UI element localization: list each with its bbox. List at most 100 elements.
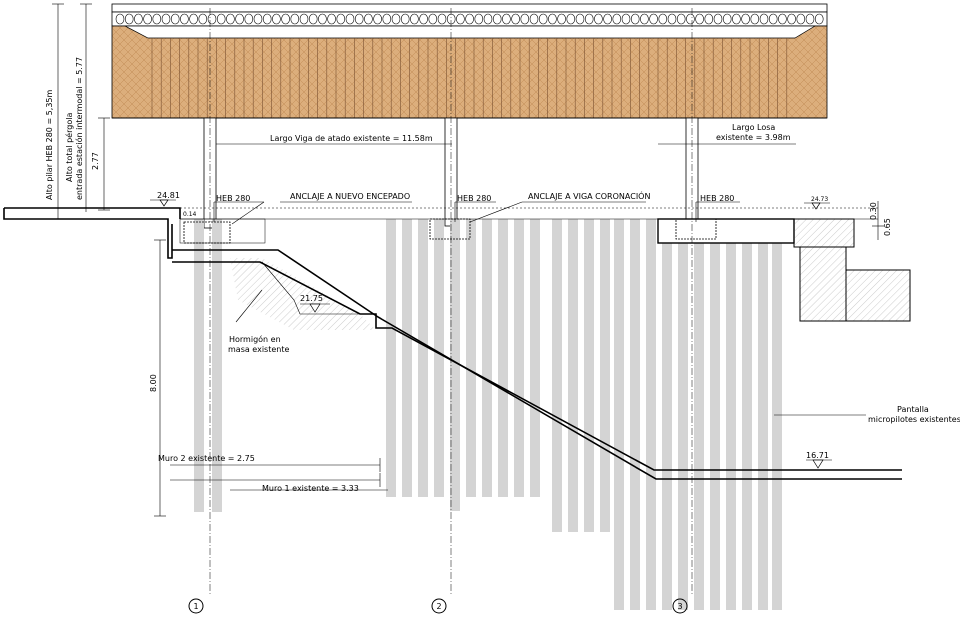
anchor-new-label: ANCLAJE A NUEVO ENCEPADO: [290, 192, 410, 201]
truss-ring: [686, 13, 695, 25]
truss-ring: [198, 13, 208, 25]
pergola-height-label-2: entrada estación intermodal = 5.77: [74, 57, 84, 200]
truss-ring: [410, 13, 419, 25]
truss-ring: [483, 13, 493, 25]
truss-ring: [465, 13, 474, 25]
truss-ring: [272, 13, 281, 25]
micropile: [552, 219, 562, 532]
truss-ring: [603, 13, 612, 25]
truss-ring: [502, 13, 511, 25]
truss-ring: [658, 13, 668, 25]
truss-ring: [584, 13, 594, 25]
truss-ring: [143, 13, 152, 25]
dim-065-label: 0.65: [883, 218, 892, 236]
level-markers: [150, 199, 832, 469]
truss-ring: [327, 13, 336, 25]
pergola-truss-rings: [115, 13, 824, 25]
truss-ring: [262, 13, 272, 25]
axis-1-label: 1: [193, 602, 198, 611]
truss-ring: [511, 13, 520, 25]
truss-ring: [778, 13, 787, 25]
micropile: [402, 219, 412, 497]
micropile: [726, 219, 736, 610]
truss-ring: [750, 13, 760, 25]
truss-ring: [566, 13, 576, 25]
micropile: [194, 219, 204, 512]
micropile: [568, 219, 578, 532]
truss-ring: [649, 13, 658, 25]
truss-ring: [676, 13, 686, 25]
micropile: [614, 219, 624, 610]
micropile: [212, 219, 222, 512]
truss-ring: [235, 13, 244, 25]
truss-ring: [713, 13, 723, 25]
truss-ring: [456, 13, 465, 25]
truss-ring: [299, 13, 309, 25]
micropile: [514, 219, 524, 497]
truss-ring: [695, 13, 704, 25]
truss-ring: [354, 13, 364, 25]
wall1-label: Muro 1 existente = 3.33: [262, 484, 359, 493]
micropile: [530, 219, 540, 497]
truss-ring: [575, 13, 585, 25]
truss-ring: [796, 13, 806, 25]
truss-ring: [548, 13, 557, 25]
truss-ring: [419, 13, 428, 25]
slab-length-label-2: existente = 3.98m: [716, 133, 791, 142]
anchor-beam-label: ANCLAJE A VIGA CORONACIÓN: [528, 190, 650, 201]
ramp-walls: [172, 249, 902, 480]
micropile: [758, 219, 768, 610]
truss-ring: [134, 13, 143, 25]
grid-axes: 1 2 3: [188, 8, 693, 614]
pergola-height-label-1: Alto total pérgola: [64, 113, 74, 182]
micropile: [772, 219, 782, 610]
truss-ring: [722, 13, 732, 25]
micropile: [678, 219, 688, 610]
truss-ring: [336, 13, 346, 25]
truss-ring: [253, 13, 263, 25]
truss-ring: [124, 13, 134, 25]
truss-ring: [373, 13, 382, 25]
small-dim-label: 0.14: [183, 211, 197, 218]
horizontal-dimensions: [170, 143, 796, 491]
truss-ring: [787, 13, 796, 25]
dim-030-label: 0.30: [869, 202, 878, 220]
screen-label-1: Pantalla: [897, 405, 929, 414]
truss-ring: [226, 13, 235, 25]
depth-label: 8.00: [149, 374, 158, 392]
truss-ring: [437, 13, 447, 25]
truss-ring: [630, 13, 640, 25]
micropile: [450, 219, 460, 511]
truss-ring: [557, 13, 566, 25]
micropile: [482, 219, 492, 497]
pergola-slats: [151, 38, 788, 118]
truss-ring: [704, 13, 714, 25]
slab-length-label-1: Largo Losa: [732, 123, 775, 132]
truss-ring: [741, 13, 750, 25]
truss-ring: [538, 13, 548, 25]
micropile-screen: [194, 219, 782, 610]
truss-ring: [732, 13, 741, 25]
truss-ring: [244, 13, 254, 25]
micropile: [466, 219, 476, 497]
micropile: [630, 219, 640, 610]
micropile: [600, 219, 610, 532]
heb-label-2: HEB 280: [457, 194, 491, 203]
slab-offset-label: 2.77: [91, 152, 100, 170]
level-bottom: 16.71: [806, 451, 829, 460]
truss-ring: [207, 13, 217, 25]
micropile: [418, 219, 428, 497]
micropile: [742, 219, 752, 610]
truss-ring: [152, 13, 162, 25]
micropile: [710, 219, 720, 610]
micropile: [694, 219, 704, 610]
truss-ring: [216, 13, 226, 25]
ground-floor: [3, 207, 911, 322]
truss-ring: [382, 13, 392, 25]
beam-length-label: Largo Viga de atado existente = 11.58m: [270, 134, 433, 143]
micropile: [646, 219, 656, 610]
truss-ring: [474, 13, 484, 25]
truss-ring: [428, 13, 438, 25]
vertical-dimensions: [52, 3, 884, 517]
